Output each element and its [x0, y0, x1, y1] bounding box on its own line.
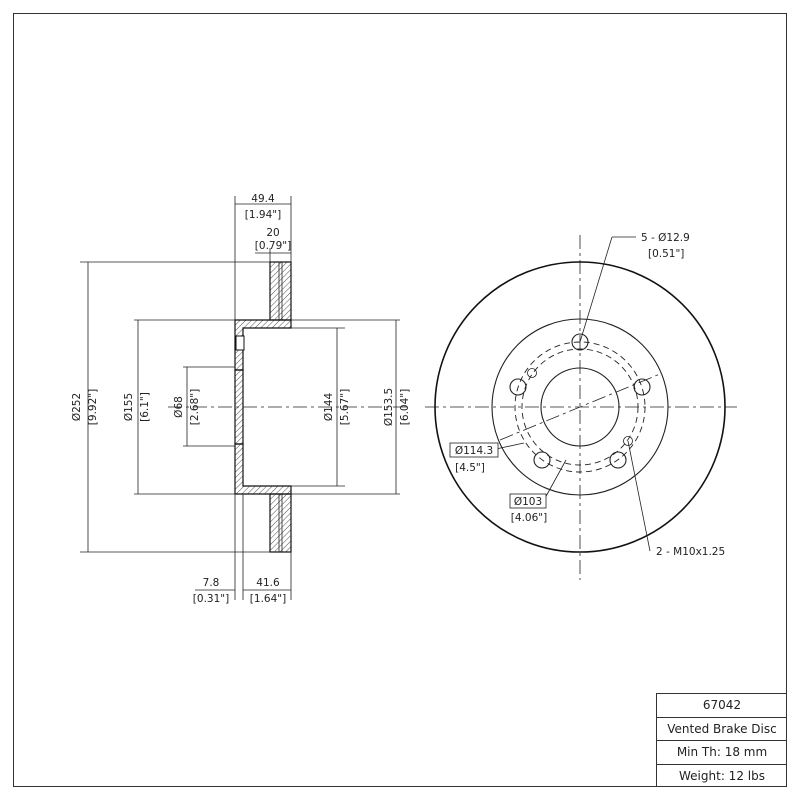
hat-bottom: [234, 443, 292, 495]
dim-thickness-mm: 20: [266, 227, 279, 239]
leader-bolt-circle: [495, 442, 525, 450]
pilot-circle-box: [509, 493, 547, 509]
dim-flange-in: [0.31"]: [193, 593, 229, 605]
dim-inner-hat-mm: Ø144: [323, 393, 335, 422]
dim-flange-mm: 7.8: [203, 577, 220, 589]
dim-hat-diameter-mm: Ø155: [123, 393, 135, 421]
disc-outer-edge: [434, 261, 726, 553]
bolt-hole-4: [533, 451, 551, 469]
label-pilot-circle-in: [4.06"]: [511, 512, 547, 524]
label-bolt-circle-in: [4.5"]: [455, 462, 485, 474]
stud-hole-section: [235, 335, 245, 351]
threaded-hole-2: [623, 436, 633, 446]
bolt-circle-box: [449, 442, 499, 458]
title-block: 67042 Vented Brake Disc Min Th: 18 mm We…: [656, 693, 787, 787]
dim-hat-outer-in: [6.04"]: [399, 389, 411, 425]
dim-hat-height-mm: 41.6: [256, 577, 280, 589]
dim-hat-outer-mm: Ø153.5: [383, 388, 395, 426]
label-bolt-circle-mm: Ø114.3: [455, 445, 493, 457]
bolt-hole-5: [509, 378, 527, 396]
part-weight: Weight: 12 lbs: [679, 769, 765, 784]
dim-outer-diameter-mm: Ø252: [71, 393, 83, 421]
hat-outer-edge: [491, 318, 669, 496]
pilot-circle: [521, 348, 639, 466]
friction-ring-bottom: [269, 493, 292, 553]
dim-hat-height-in: [1.64"]: [250, 593, 286, 605]
label-bolt-holes-mm: 5 - Ø12.9: [641, 232, 690, 244]
leader-pilot-circle: [543, 459, 567, 501]
section-view: 49.4 [1.94"] 20 [0.79"] Ø252 [9.92"] Ø15…: [71, 193, 411, 605]
min-thickness: Min Th: 18 mm: [657, 741, 787, 765]
part-description: Vented Brake Disc: [657, 718, 787, 741]
front-view: 5 - Ø12.9 [0.51"] 2 - M10x1.25 Ø114.3 [4…: [425, 232, 737, 580]
threaded-hole-1: [527, 368, 537, 378]
bolt-hole-3: [609, 451, 627, 469]
dim-overall-width-mm: 49.4: [251, 193, 275, 205]
leader-threaded: [627, 440, 651, 552]
friction-ring-top: [269, 261, 292, 321]
label-threaded-holes: 2 - M10x1.25: [656, 546, 725, 558]
dim-center-bore-mm: Ø68: [173, 396, 185, 418]
label-pilot-circle-mm: Ø103: [514, 496, 542, 508]
hat-flange: [234, 369, 244, 445]
dim-center-bore-in: [2.68"]: [189, 389, 201, 425]
bolt-hole-1: [571, 333, 589, 351]
dim-inner-hat-in: [5.67"]: [339, 389, 351, 425]
dim-hat-diameter-in: [6.1"]: [139, 392, 151, 422]
part-number: 67042: [657, 694, 787, 718]
dim-overall-width-in: [1.94"]: [245, 209, 281, 221]
dim-outer-diameter-in: [9.92"]: [87, 389, 99, 425]
drawing-border: [13, 13, 787, 787]
center-bore: [540, 367, 620, 447]
dim-thickness-in: [0.79"]: [255, 240, 291, 252]
leader-bolt-holes: [579, 236, 613, 343]
bolt-hole-2: [633, 378, 651, 396]
label-bolt-holes-in: [0.51"]: [648, 248, 684, 260]
